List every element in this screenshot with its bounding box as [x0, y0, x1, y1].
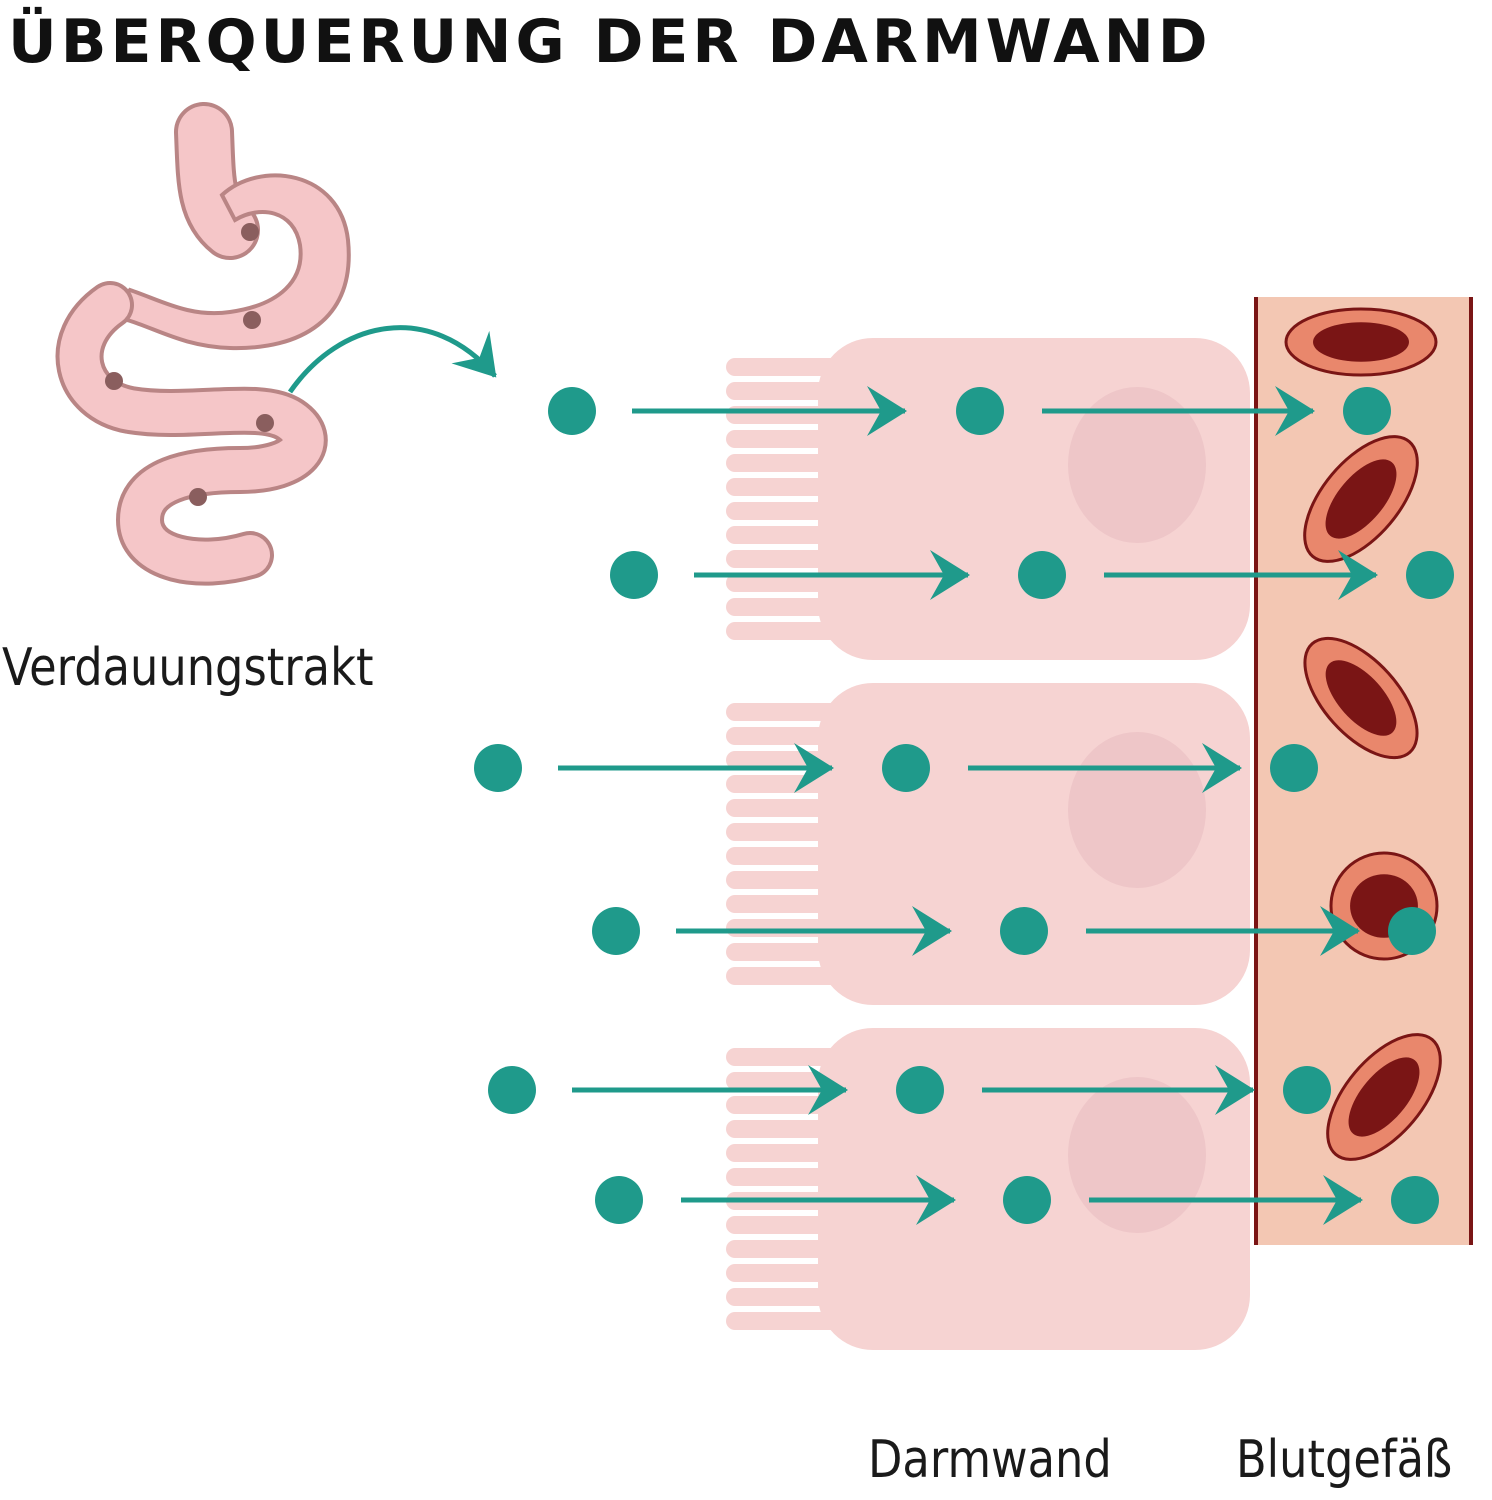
microvillus: [726, 871, 846, 889]
microvillus: [726, 1216, 846, 1234]
microvillus: [726, 382, 846, 400]
microvillus: [726, 703, 846, 721]
nutrient-particles: [474, 387, 1454, 1224]
microvillus: [726, 847, 846, 865]
nutrient-particle: [1388, 907, 1436, 955]
nutrient-particle: [488, 1066, 536, 1114]
microvillus: [726, 550, 846, 568]
microvillus: [726, 574, 846, 592]
nutrient-particle: [1018, 551, 1066, 599]
microvillus: [726, 967, 846, 985]
microvillus: [726, 598, 846, 616]
red-blood-cell: [1303, 636, 1419, 760]
red-blood-cell-core: [1325, 660, 1397, 736]
organ-particle: [241, 223, 259, 241]
microvillus: [726, 478, 846, 496]
stomach-shape: [106, 173, 351, 351]
microvillus: [726, 1312, 846, 1330]
microvillus: [726, 526, 846, 544]
nutrient-particle: [592, 907, 640, 955]
organ-particle: [243, 311, 261, 329]
label-intestinal-wall: Darmwand: [868, 1430, 1112, 1490]
flow-arrows: [558, 386, 1378, 1225]
microvillus: [726, 430, 846, 448]
epithelial-cell: [726, 683, 1250, 1005]
nutrient-particle: [1343, 387, 1391, 435]
nutrient-particle: [1406, 551, 1454, 599]
microvillus: [726, 1144, 846, 1162]
nutrient-particle: [956, 387, 1004, 435]
epithelial-cell: [726, 1028, 1250, 1350]
microvillus: [726, 727, 846, 745]
nutrient-particle: [1391, 1176, 1439, 1224]
microvillus: [726, 1120, 846, 1138]
microvillus: [726, 1264, 846, 1282]
microvillus: [726, 895, 846, 913]
curved-arrow: [287, 325, 497, 394]
organ-particle: [105, 372, 123, 390]
red-blood-cell: [1284, 307, 1438, 377]
nutrient-particle: [595, 1176, 643, 1224]
red-blood-cell-core: [1313, 322, 1409, 362]
nutrient-particle: [1283, 1066, 1331, 1114]
cell-nucleus: [1068, 1077, 1206, 1233]
cell-nucleus: [1068, 732, 1206, 888]
nutrient-particle: [1000, 907, 1048, 955]
microvillus: [726, 358, 846, 376]
nutrient-particle: [610, 551, 658, 599]
nutrient-particle: [1270, 744, 1318, 792]
nutrient-particle: [896, 1066, 944, 1114]
cell-nucleus: [1068, 387, 1206, 543]
label-blood-vessel: Blutgefäß: [1236, 1430, 1453, 1490]
intestine-fill: [59, 285, 324, 582]
nutrient-particle: [1003, 1176, 1051, 1224]
organ-particle: [189, 488, 207, 506]
microvillus: [726, 799, 846, 817]
microvillus: [726, 502, 846, 520]
red-blood-cell: [1326, 1033, 1442, 1161]
nutrient-particle: [474, 744, 522, 792]
red-blood-cell: [1303, 435, 1419, 563]
nutrient-particle: [882, 744, 930, 792]
digestive-tract-illustration: [55, 102, 351, 586]
red-blood-cell-core: [1348, 1057, 1420, 1137]
epithelial-cell: [726, 338, 1250, 660]
microvillus: [726, 823, 846, 841]
page-title: ÜBERQUERUNG DER DARMWAND: [8, 7, 1212, 77]
microvillus: [726, 454, 846, 472]
microvillus: [726, 1048, 846, 1066]
microvillus: [726, 622, 846, 640]
microvillus: [726, 1288, 846, 1306]
red-blood-cell-core: [1325, 459, 1397, 539]
nutrient-particle: [548, 387, 596, 435]
microvillus: [726, 1240, 846, 1258]
microvillus: [726, 1168, 846, 1186]
microvillus: [726, 943, 846, 961]
digestive-tract-fill: [178, 106, 256, 256]
organ-particle: [256, 414, 274, 432]
label-digestive-tract: Verdauungstrakt: [2, 638, 374, 698]
